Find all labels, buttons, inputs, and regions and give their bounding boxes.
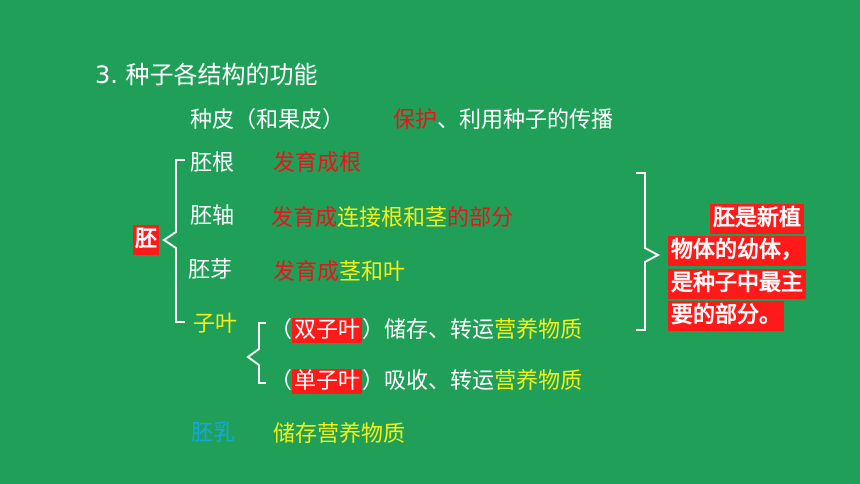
dicot-function-a: 储存、转运 xyxy=(384,318,495,343)
endosperm-label: 胚乳 xyxy=(191,421,236,446)
cotyledon-brace xyxy=(246,322,266,384)
seed-coat-label: 种皮（和果皮） xyxy=(190,108,345,133)
dicot-name: 双子叶 xyxy=(292,318,363,343)
monocot-function-a: 吸收、转运 xyxy=(384,369,495,394)
cotyledon-label: 子叶 xyxy=(193,312,238,337)
seed-coat-function: 保护、利用种子的传播 xyxy=(393,106,613,136)
embryo-label: 胚 xyxy=(133,225,160,255)
dicot-close-paren: ） xyxy=(362,318,385,343)
radicle-function: 发育成根 xyxy=(273,151,362,176)
endosperm-function-b: 营养物质 xyxy=(317,422,406,447)
hypocotyl-function-c: 的部分 xyxy=(447,206,514,231)
summary-line-3: 是种子中最主 xyxy=(668,269,807,299)
plumule-function-b: 茎和叶 xyxy=(339,260,406,285)
monocot-row: （单子叶）吸收、转运营养物质 xyxy=(270,367,582,397)
right-brace xyxy=(636,172,661,331)
monocot-name: 单子叶 xyxy=(292,369,363,394)
monocot-function-b: 营养物质 xyxy=(494,369,583,394)
endosperm-function: 储存营养物质 xyxy=(273,420,405,450)
summary-line-2: 物体的幼体， xyxy=(668,236,807,266)
hypocotyl-function-a: 发育成 xyxy=(271,206,338,231)
heading: 3. 种子各结构的功能 xyxy=(95,61,318,89)
hypocotyl-label: 胚轴 xyxy=(190,204,235,229)
embryo-brace xyxy=(162,159,185,323)
dicot-open-paren: （ xyxy=(270,318,293,343)
hypocotyl-function: 发育成连接根和茎的部分 xyxy=(271,204,513,234)
summary-line-4: 要的部分。 xyxy=(668,301,785,331)
monocot-close-paren: ） xyxy=(362,369,385,394)
dicot-function-b: 营养物质 xyxy=(494,318,583,343)
hypocotyl-function-b: 连接根和茎 xyxy=(337,206,448,231)
seed-coat-function-key: 保护 xyxy=(393,108,438,133)
plumule-label: 胚芽 xyxy=(188,258,233,283)
monocot-open-paren: （ xyxy=(270,369,293,394)
radicle-label: 胚根 xyxy=(190,151,235,176)
summary-line-1: 胚是新植 xyxy=(710,204,805,234)
endosperm-function-a: 储存 xyxy=(273,422,318,447)
plumule-function: 发育成茎和叶 xyxy=(273,258,405,288)
plumule-function-a: 发育成 xyxy=(273,260,340,285)
seed-coat-function-rest: 、利用种子的传播 xyxy=(437,108,614,133)
dicot-row: （双子叶）储存、转运营养物质 xyxy=(270,316,582,346)
